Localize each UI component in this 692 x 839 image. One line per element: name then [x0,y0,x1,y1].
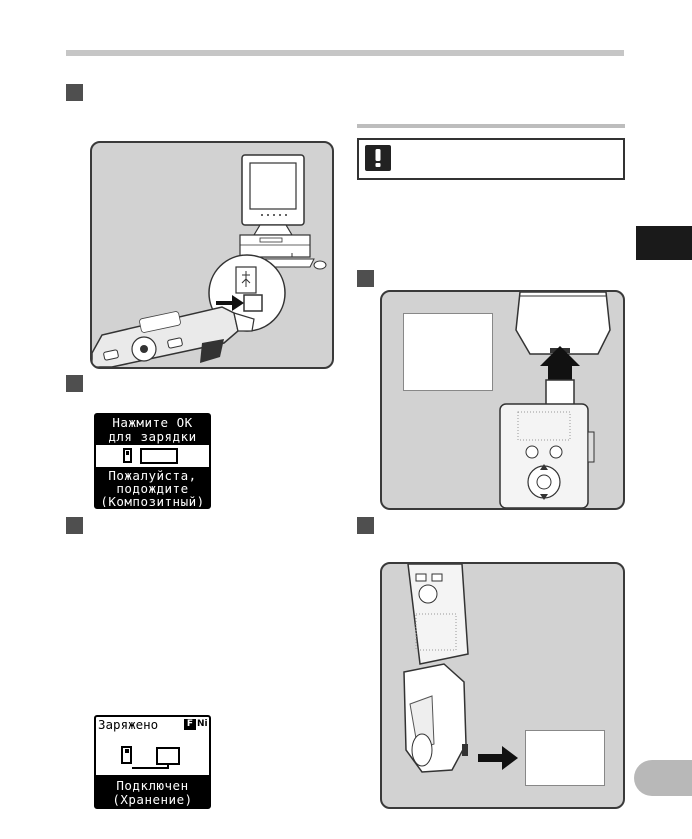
screen-line: для зарядки [108,429,197,444]
charge-status: Заряжено [98,717,159,732]
top-divider [66,50,624,56]
screen-line: Подключен [116,778,189,793]
step-marker-1 [66,84,83,101]
caution-box [357,138,625,180]
battery-type: Ni [197,719,208,729]
step-marker-3 [66,517,83,534]
recorder-icon [407,564,469,665]
monitor-icon [241,154,305,236]
usb-icon [235,266,257,294]
step-marker-2 [66,375,83,392]
right-column-divider [357,124,625,128]
battery-indicator: F [184,719,196,730]
screen-line: (Композитный) [100,494,205,509]
recorder-icon [499,403,595,508]
screen-line: Пожалуйста, [108,468,197,483]
charging-prompt-screen: Нажмите OK для зарядки Пожалуйста, подож… [94,413,211,509]
connection-line [132,767,168,769]
adapter-connection-illustration [380,290,625,510]
screen-line: подождите [116,481,189,496]
step-marker-right-1 [357,270,374,287]
arrow-icon [478,746,518,770]
monitor-icon [140,448,178,464]
disconnect-illustration [380,562,625,809]
label-placeholder [403,313,493,391]
recorder-icon [92,306,255,367]
arrow-icon [540,346,580,382]
monitor-icon [156,747,180,765]
step-marker-right-2 [357,517,374,534]
adapter-icon [403,663,468,773]
connected-screen: Заряжено F Ni Подключен (Хранение) [94,715,211,809]
exclamation-icon [365,145,391,171]
page-number-tab [634,760,692,796]
screen-line: (Хранение) [112,792,193,807]
connection-line [167,765,169,769]
chapter-tab [636,226,692,260]
arrow-icon [216,295,244,311]
computer-icon [231,234,327,270]
recorder-icon [123,448,132,463]
label-placeholder [525,730,605,786]
pc-connection-illustration [90,141,334,369]
recorder-icon [121,746,132,764]
screen-line: Нажмите OK [112,415,193,430]
adapter-icon [515,292,611,355]
